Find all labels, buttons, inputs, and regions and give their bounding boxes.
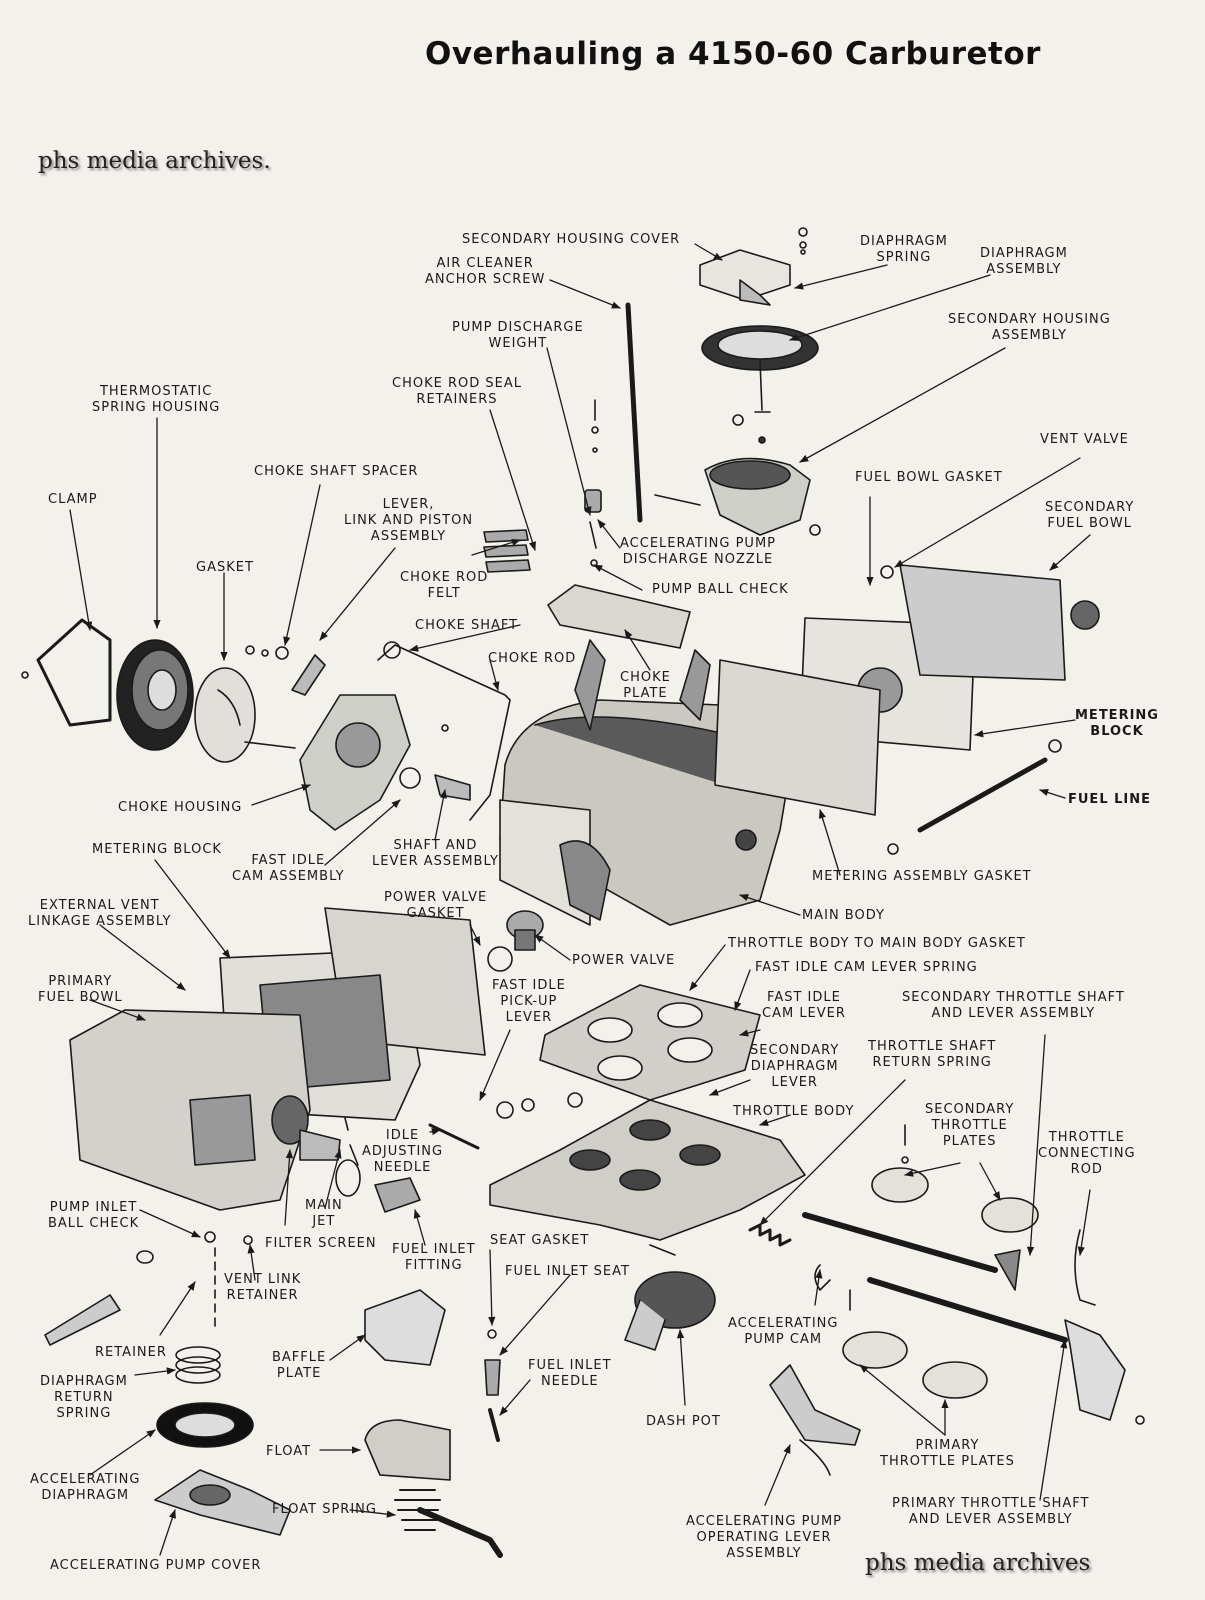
label-diaphragm-spring: DIAPHRAGM SPRING [860,234,948,265]
choke-housing-part [244,645,421,831]
label-idle-adjusting-needle: IDLE ADJUSTING NEEDLE [362,1128,444,1175]
label-diaphragm-return-spring: DIAPHRAGM RETURN SPRING [40,1374,128,1421]
label-fuel-bowl-gasket: FUEL BOWL GASKET [855,470,1003,485]
label-pump-discharge-weight: PUMP DISCHARGE WEIGHT [452,320,584,351]
label-choke-rod: CHOKE ROD [488,651,577,666]
primary-fuel-bowl-part [69,1009,341,1211]
label-secondary-throttle-plates: SECONDARY THROTTLE PLATES [925,1102,1015,1149]
label-pump-inlet-ball-check: PUMP INLET BALL CHECK [48,1200,140,1231]
leader-lines [69,243,1091,1556]
label-power-valve-gasket: POWER VALVE GASKET [384,890,488,921]
label-secondary-throttle-shaft-lever: SECONDARY THROTTLE SHAFT AND LEVER ASSEM… [902,990,1125,1021]
throttle-gasket-part [539,984,761,1101]
label-thermostatic-spring-housing: THERMOSTATIC SPRING HOUSING [92,384,221,415]
label-external-vent-linkage: EXTERNAL VENT LINKAGE ASSEMBLY [28,898,172,929]
label-diaphragm-assembly: DIAPHRAGM ASSEMBLY [980,246,1068,277]
label-choke-rod-seal-retainers: CHOKE ROD SEAL RETAINERS [392,376,522,407]
label-main-jet: MAIN JET [305,1198,343,1229]
label-air-cleaner-anchor-screw: AIR CLEANER ANCHOR SCREW [425,256,546,287]
label-secondary-diaphragm-lever: SECONDARY DIAPHRAGM LEVER [750,1043,840,1090]
choke-rod-retainers-part [483,529,531,573]
secondary-metering-block-part [714,564,1100,855]
label-fuel-inlet-seat: FUEL INLET SEAT [505,1264,630,1279]
label-vent-valve: VENT VALVE [1040,432,1129,447]
throttle-shafts-part [802,1124,1145,1425]
thermostatic-housing-part [21,618,256,763]
label-choke-shaft: CHOKE SHAFT [415,618,519,633]
label-clamp: CLAMP [48,492,98,507]
label-shaft-and-lever-assembly: SHAFT AND LEVER ASSEMBLY [372,838,499,869]
label-vent-link-retainer: VENT LINK RETAINER [224,1272,302,1303]
springs-part [175,1117,792,1558]
power-valve-part [506,910,544,951]
pump-lever-part [769,1264,861,1476]
label-main-body: MAIN BODY [802,908,885,923]
label-metering-block-left: METERING BLOCK [92,842,222,857]
label-primary-throttle-shaft-lever: PRIMARY THROTTLE SHAFT AND LEVER ASSEMBL… [892,1496,1090,1527]
label-dash-pot: DASH POT [646,1414,721,1429]
label-choke-housing: CHOKE HOUSING [118,800,243,815]
label-secondary-housing-cover: SECONDARY HOUSING COVER [462,232,681,247]
page-title: Overhauling a 4150-60 Carburetor [425,36,1041,72]
label-primary-fuel-bowl: PRIMARY FUEL BOWL [38,974,123,1005]
secondary-housing-cover-part [699,227,808,306]
choke-plate-part [547,584,691,649]
label-baffle-plate: BAFFLE PLATE [272,1350,327,1381]
choke-shaft-part [377,641,511,821]
label-seat-gasket: SEAT GASKET [490,1233,590,1248]
label-choke-rod-felt: CHOKE ROD FELT [400,570,489,601]
label-accelerating-pump-discharge-nozzle: ACCELERATING PUMP DISCHARGE NOZZLE [620,536,776,567]
label-fast-idle-pickup-lever: FAST IDLE PICK-UP LEVER [492,978,566,1025]
label-float-spring: FLOAT SPRING [272,1502,377,1517]
label-fuel-line: FUEL LINE [1068,792,1152,807]
shaft-lever-part [434,724,471,801]
secondary-housing-assembly-part [654,457,821,536]
dash-pot-part [624,1271,716,1351]
label-accelerating-diaphragm: ACCELERATING DIAPHRAGM [30,1472,141,1503]
label-choke-plate: CHOKE PLATE [620,670,671,701]
pump-cover-part [44,1235,451,1536]
watermark-bottom: phs media archives [865,1550,1091,1576]
label-retainer: RETAINER [95,1345,167,1360]
label-filter-screen: FILTER SCREEN [265,1236,377,1251]
label-power-valve: POWER VALVE [572,953,676,968]
fuel-inlet-parts [335,1144,501,1442]
air-cleaner-screw-part [584,302,643,567]
label-fast-idle-cam-lever: FAST IDLE CAM LEVER [762,990,846,1021]
label-fast-idle-cam-assembly: FAST IDLE CAM ASSEMBLY [232,853,345,884]
label-throttle-body-to-main-body-gasket: THROTTLE BODY TO MAIN BODY GASKET [728,936,1026,951]
label-throttle-body: THROTTLE BODY [733,1104,855,1119]
label-lever-link-piston: LEVER, LINK AND PISTON ASSEMBLY [344,497,474,544]
label-metering-assembly-gasket: METERING ASSEMBLY GASKET [812,869,1032,884]
label-secondary-housing-assembly: SECONDARY HOUSING ASSEMBLY [948,312,1111,343]
label-primary-throttle-plates: PRIMARY THROTTLE PLATES [880,1438,1015,1469]
label-secondary-fuel-bowl: SECONDARY FUEL BOWL [1045,500,1135,531]
label-fuel-inlet-fitting: FUEL INLET FITTING [392,1242,476,1273]
diaphragm-assembly-part [701,325,819,444]
label-float: FLOAT [266,1444,312,1459]
label-accelerating-pump-cover: ACCELERATING PUMP COVER [50,1558,262,1573]
label-accelerating-pump-cam: ACCELERATING PUMP CAM [728,1316,839,1347]
watermark-top: phs media archives. [38,148,271,174]
label-gasket: GASKET [196,560,254,575]
label-metering-block-right: METERING BLOCK [1075,708,1159,739]
label-fuel-inlet-needle: FUEL INLET NEEDLE [528,1358,612,1389]
label-choke-shaft-spacer: CHOKE SHAFT SPACER [254,464,419,479]
label-fast-idle-cam-lever-spring: FAST IDLE CAM LEVER SPRING [755,960,978,975]
throttle-body-part [489,1092,806,1256]
label-throttle-shaft-return-spring: THROTTLE SHAFT RETURN SPRING [868,1039,997,1070]
label-throttle-connecting-rod: THROTTLE CONNECTING ROD [1038,1130,1136,1177]
label-accelerating-pump-operating-lever: ACCELERATING PUMP OPERATING LEVER ASSEMB… [686,1514,842,1561]
label-pump-ball-check: PUMP BALL CHECK [652,582,789,597]
